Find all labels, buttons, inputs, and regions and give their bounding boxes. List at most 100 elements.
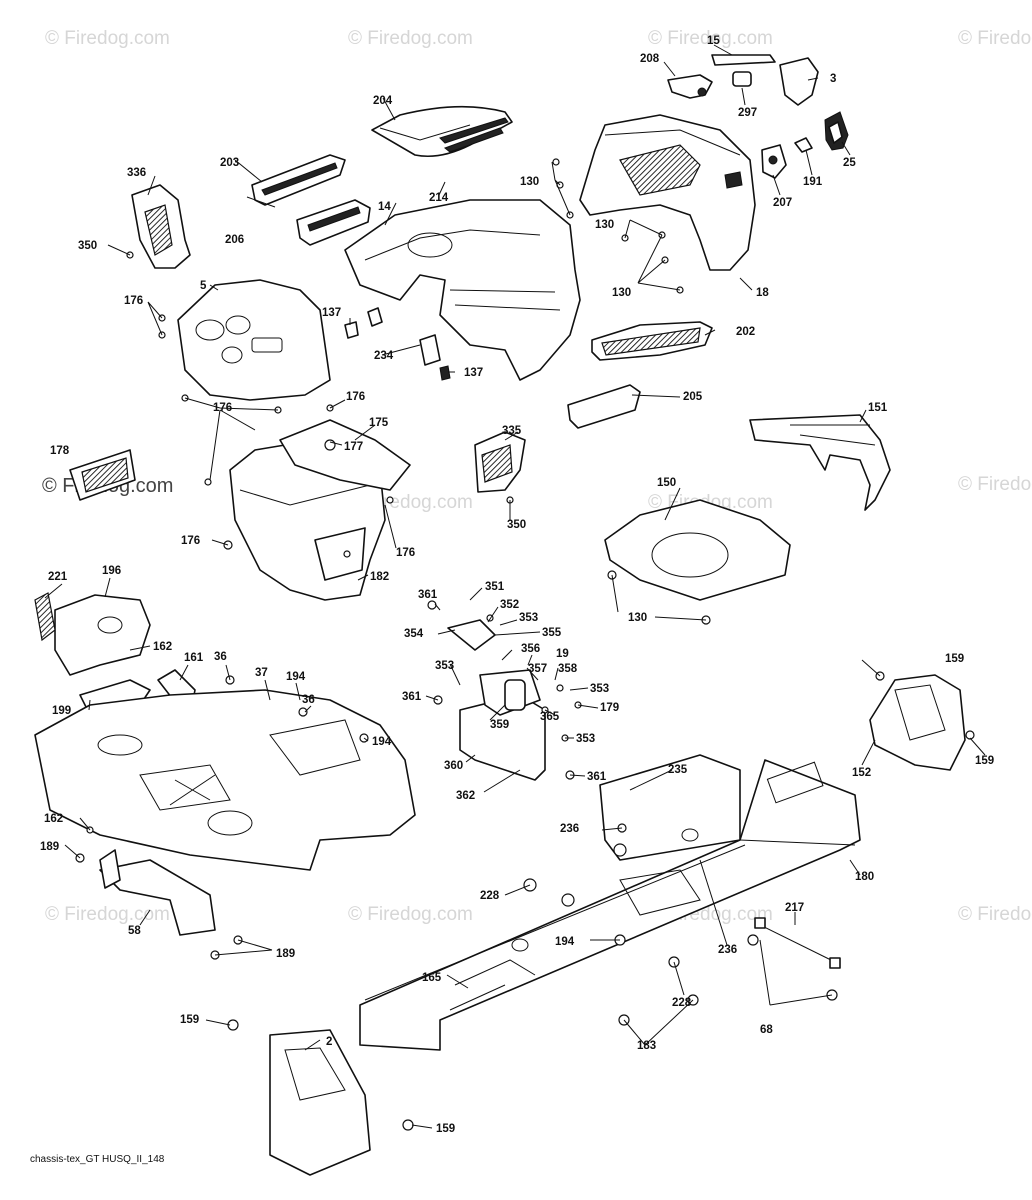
part-label: 217 [785,902,804,914]
part-label: 350 [78,240,97,252]
part-label: 159 [436,1123,455,1135]
part-label: 357 [528,663,547,675]
part-label: 359 [490,719,509,731]
part-label: 236 [560,823,579,835]
watermark: © Firedog.com [958,474,1032,495]
part-label: 356 [521,643,540,655]
part-label: 179 [600,702,619,714]
part-label: 208 [640,53,660,65]
part-14-hood [344,199,581,381]
part-label: 365 [540,711,560,723]
part-label: 176 [124,295,143,307]
part-18-front-grille [579,114,756,271]
part-label: 178 [50,445,70,457]
part-label: 335 [502,425,522,437]
part-label: 68 [760,1024,773,1036]
part-label: 235 [668,764,688,776]
part-label: 176 [213,402,232,414]
part-label: 130 [628,612,647,624]
watermark: © Firedog.com [958,28,1032,49]
part-label: 361 [418,589,438,601]
part-label: 350 [507,519,526,531]
part-label: 183 [637,1040,656,1052]
part-label: 214 [429,192,449,204]
part-label: 202 [736,326,755,338]
part-label: 354 [404,628,424,640]
part-label: 196 [102,565,121,577]
part-label: 176 [181,535,200,547]
part-label: 161 [184,652,204,664]
watermark: © Firedog.com [348,28,473,49]
part-37-fender [34,689,416,871]
watermark: © Firedog.com [45,28,170,49]
part-label: 151 [868,402,888,414]
watermark: © Firedog.com [45,904,170,925]
part-label: 162 [153,641,172,653]
part-label: 206 [225,234,244,246]
part-354-bracket [447,619,496,651]
part-label: 336 [127,167,146,179]
part-label: 351 [485,581,505,593]
watermark: © Firedog.com [648,28,773,49]
part-label: 159 [975,755,994,767]
part-label: 2 [326,1036,332,1048]
part-label: 152 [852,767,871,779]
part-2-front-panel [269,1029,371,1176]
part-label: 353 [590,683,609,695]
part-217-rod [754,917,841,969]
part-204-hood-vent [371,105,513,158]
part-180-frame [359,754,861,1051]
part-191 [794,137,813,153]
part-label: 352 [500,599,519,611]
part-label: 36 [302,694,315,706]
part-label: 159 [945,653,964,665]
part-label: 353 [519,612,538,624]
part-label: 297 [738,107,757,119]
watermark: © Firedog.com [348,904,473,925]
part-label: 191 [803,176,823,188]
part-label: 360 [444,760,463,772]
part-label: 353 [435,660,454,672]
part-137 [344,321,359,339]
part-297 [732,71,752,87]
part-labels: 15 208 3 297 204 25 191 207 130 130 130 … [40,35,994,1135]
part-label: 175 [369,417,389,429]
part-label: 203 [220,157,239,169]
part-206-rail [296,199,371,246]
part-label: 180 [855,871,874,883]
part-label: 234 [374,350,394,362]
part-203-rail [251,154,346,206]
watermarks: © Firedog.com © Firedog.com © Firedog.co… [42,28,1032,925]
part-label: 204 [373,95,393,107]
part-152-seat [869,674,966,771]
part-label: 162 [44,813,63,825]
part-336-side-panel [131,184,191,269]
part-58-bracket [99,849,216,936]
part-360-bracket [459,669,546,781]
part-label: 194 [555,936,575,948]
leader-lines [44,44,986,1129]
part-label: 228 [672,997,692,1009]
part-label: 159 [180,1014,199,1026]
part-3 [779,57,819,106]
part-label: 182 [370,571,389,583]
part-178-grille [69,449,136,501]
part-label: 130 [520,176,539,188]
part-label: 189 [276,948,295,960]
footer-code: chassis-tex_GT HUSQ_II_148 [30,1154,165,1165]
part-label: 176 [396,547,415,559]
part-label: 36 [214,651,227,663]
part-label: 228 [480,890,500,902]
part-207 [761,144,787,179]
part-label: 14 [378,201,391,213]
part-label: 361 [402,691,422,703]
part-5-dash [177,279,331,401]
part-label: 353 [576,733,595,745]
part-label: 5 [200,280,207,292]
part-151-bracket [749,414,891,511]
part-label: 37 [255,667,268,679]
part-label: 189 [40,841,59,853]
part-label: 358 [558,663,578,675]
part-label: 165 [422,972,442,984]
